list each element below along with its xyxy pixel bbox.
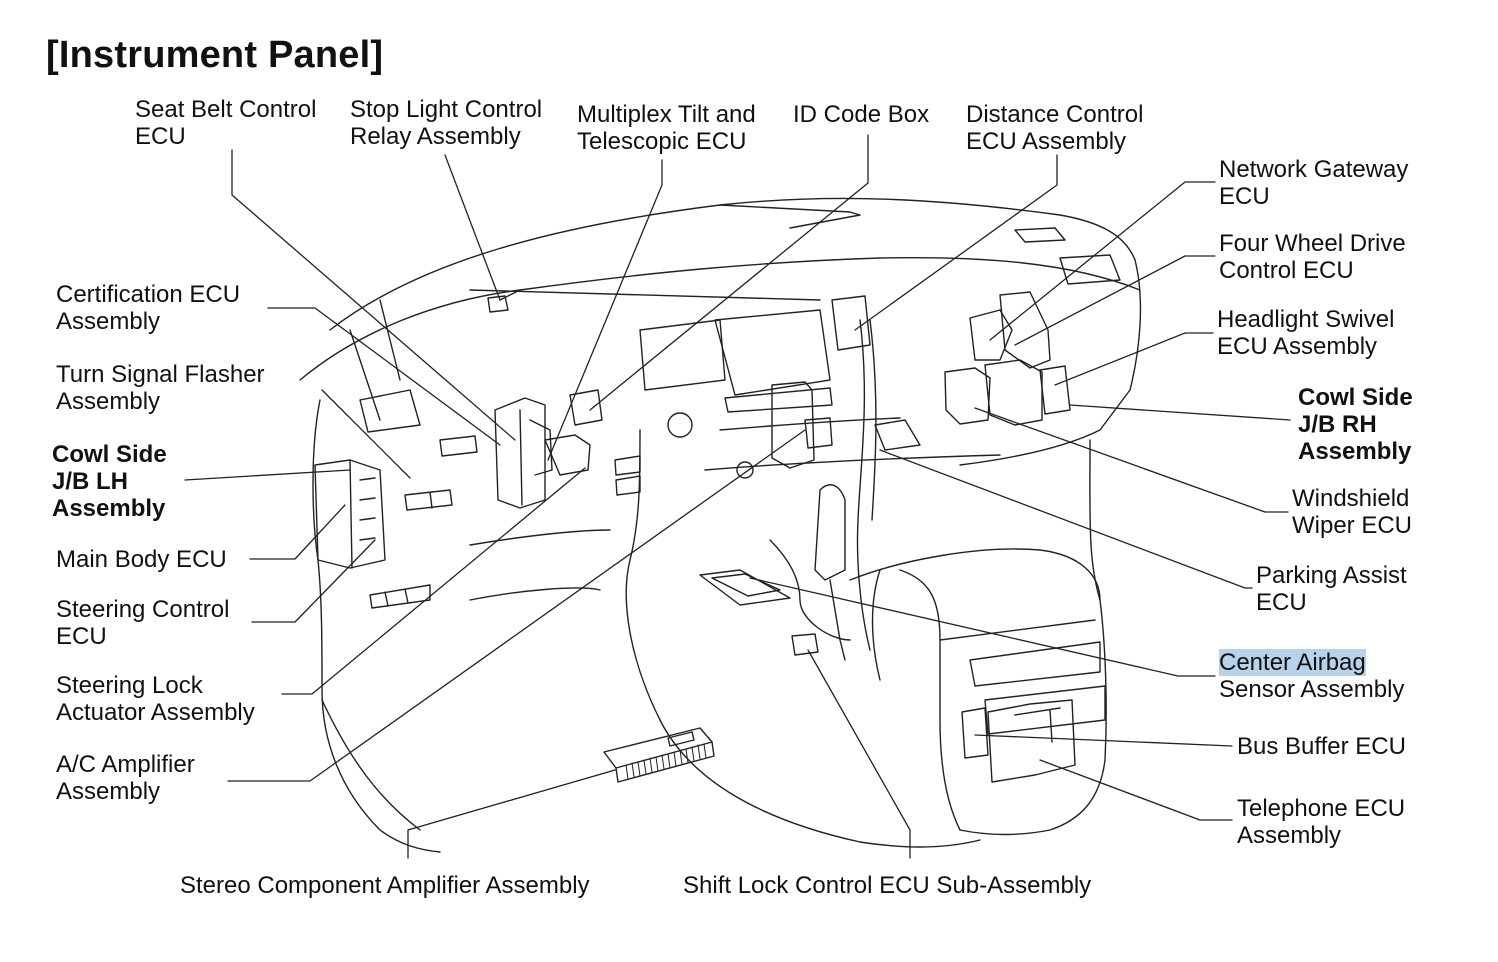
label-stereo-component-amplifier: Stereo Component Amplifier Assembly bbox=[180, 872, 590, 899]
label-id-code-box: ID Code Box bbox=[793, 101, 930, 128]
label-bus-buffer-ecu: Bus Buffer ECU bbox=[1237, 733, 1406, 760]
label-shift-lock-control-ecu: Shift Lock Control ECU Sub-Assembly bbox=[683, 872, 1092, 899]
highlighted-text: Center Airbag bbox=[1219, 649, 1366, 676]
label-center-airbag-sensor: Center Airbag Sensor Assembly bbox=[1219, 649, 1405, 703]
page-title: [Instrument Panel] bbox=[46, 34, 384, 76]
label-main-body-ecu: Main Body ECU bbox=[56, 546, 227, 573]
leader-lines bbox=[184, 134, 1291, 859]
components bbox=[314, 291, 1076, 783]
dashboard-outline bbox=[299, 197, 1142, 853]
